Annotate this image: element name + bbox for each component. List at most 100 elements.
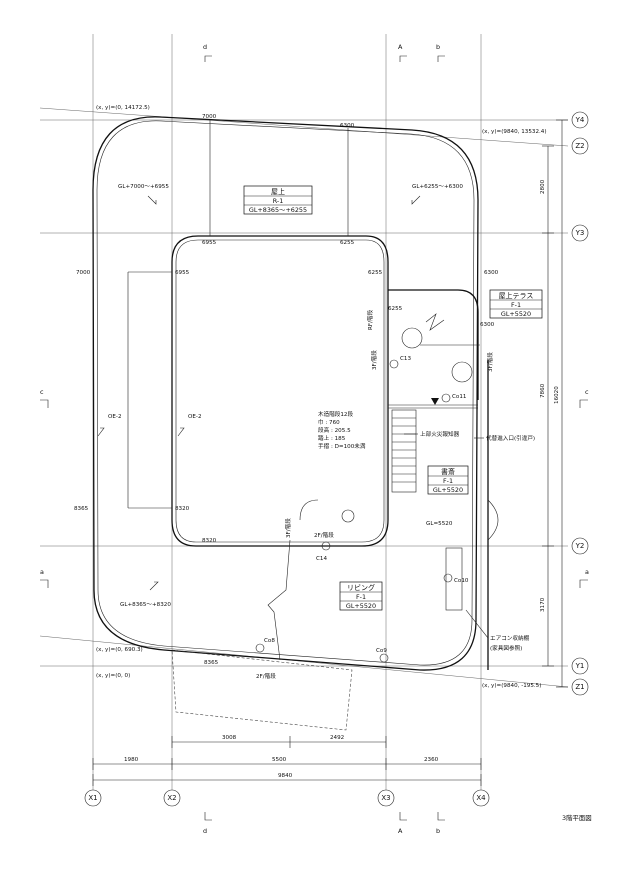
study-name: 書斎 xyxy=(441,467,455,476)
height-7000-top: 7000 xyxy=(202,114,217,120)
terrace-name: 屋上テラス xyxy=(499,291,534,300)
terrace-level: GL+5520 xyxy=(501,310,531,318)
level-roof-right: GL+6255～+6300 xyxy=(412,184,463,190)
coord-bottom-right: (x, y)=(9840, -195.5) xyxy=(482,683,541,689)
annotation-up-2f-a: 3F/階段 xyxy=(284,518,292,538)
courtyard-wall xyxy=(171,235,389,547)
terrace-code: F-1 xyxy=(511,301,521,309)
study-level: GL+5520 xyxy=(433,486,463,494)
axis-z2-label: Z2 xyxy=(575,142,584,150)
stair-note-line-1: 木造階段12段 xyxy=(318,410,353,418)
annotation-hatch: 代替進入口(引違戸) xyxy=(486,434,535,442)
room-label-living: リビング F-1 GL+5520 xyxy=(339,581,383,611)
level-living-roof: GL+8365～+8320 xyxy=(120,602,171,608)
annotation-aircon: エアコン収納棚 xyxy=(490,634,530,642)
roof-code: R-1 xyxy=(273,197,284,205)
column-co11: Co11 xyxy=(452,394,467,400)
section-mark-b-bottom: b xyxy=(436,827,440,835)
height-6955-a: 6955 xyxy=(202,240,217,246)
coord-bottom-left: (x, y)=(0, 0) xyxy=(96,673,130,679)
axis-x2: X2 xyxy=(163,789,181,807)
annotation-up-2f-b: 3F/階段 xyxy=(370,350,378,370)
annotation-up-rf: RF/階段 xyxy=(366,309,374,330)
height-6255-b: 6255 xyxy=(368,270,383,276)
outer-roof-outline-inner xyxy=(96,120,475,666)
room-label-terrace: 屋上テラス F-1 GL+5520 xyxy=(489,289,543,319)
side-mark-c-left: c xyxy=(40,388,44,396)
section-mark-b-top: b xyxy=(436,43,440,51)
column-c13: C13 xyxy=(400,356,411,362)
annotation-down-2f-b: 2F/階段 xyxy=(256,672,276,680)
section-mark-d-bottom: d xyxy=(203,827,207,835)
height-6300-top: 6300 xyxy=(340,123,355,129)
axis-y4-label: Y4 xyxy=(575,116,585,124)
roof-level: GL+8365～+6255 xyxy=(249,206,307,214)
height-6255-c: 6255 xyxy=(388,306,403,312)
column-co10: Co10 xyxy=(454,578,469,584)
break-line xyxy=(267,539,291,661)
level-gl5520: GL=5520 xyxy=(426,521,453,527)
beam-label-right: OE-2 xyxy=(188,414,202,420)
axis-x4: X4 xyxy=(472,789,490,807)
axis-y3: Y3 xyxy=(571,224,589,242)
room-label-study: 書斎 F-1 GL+5520 xyxy=(427,465,469,495)
axis-x1: X1 xyxy=(84,789,102,807)
outer-roof-outline xyxy=(92,116,479,671)
living-code: F-1 xyxy=(356,593,366,601)
axis-x3: X3 xyxy=(377,789,395,807)
column-c14: C14 xyxy=(316,556,327,562)
height-8365-left: 8365 xyxy=(74,506,89,512)
axis-y2-label: Y2 xyxy=(575,542,585,550)
axis-x3-label: X3 xyxy=(381,794,390,802)
axis-y1: Y1 xyxy=(571,657,589,675)
dim-5500: 5500 xyxy=(272,757,287,763)
height-8365-bottom: 8365 xyxy=(204,660,219,666)
axis-x2-label: X2 xyxy=(167,794,176,802)
dimension-lines-bottom: 3008 2492 1980 5500 2360 9840 xyxy=(92,735,482,786)
axis-z1: Z1 xyxy=(571,678,589,696)
side-mark-a-right: a xyxy=(585,568,589,576)
room-label-roof: 屋上 R-1 GL+8365～+6255 xyxy=(243,185,313,215)
axis-y3-label: Y3 xyxy=(575,229,585,237)
annotation-heat-detector: 上部火災報知器 xyxy=(420,430,460,438)
section-mark-d-top: d xyxy=(203,43,207,51)
dim-16020: 16020 xyxy=(554,386,560,404)
dim-2800: 2800 xyxy=(540,179,546,194)
height-6300-b: 6300 xyxy=(484,270,499,276)
column-markers xyxy=(255,359,453,663)
skylight-pattern xyxy=(341,327,473,523)
height-8320-a: 8320 xyxy=(175,506,190,512)
axis-z2: Z2 xyxy=(571,137,589,155)
roof-name: 屋上 xyxy=(271,187,285,196)
section-mark-a-top: A xyxy=(398,43,403,51)
axis-y2: Y2 xyxy=(571,537,589,555)
height-7000-left: 7000 xyxy=(76,270,91,276)
dim-1980: 1980 xyxy=(124,757,139,763)
coord-top-left: (x, y)=(0, 14172.5) xyxy=(96,105,150,111)
column-co9: Co9 xyxy=(376,648,387,654)
section-marks: d A b d A b c c a a xyxy=(40,43,589,835)
dim-7860: 7860 xyxy=(540,383,546,398)
column-co8: Co8 xyxy=(264,638,275,644)
axis-y1-label: Y1 xyxy=(575,662,585,670)
courtyard-wall-inner xyxy=(175,239,385,543)
stair-note-line-2: 巾 : 760 xyxy=(318,418,340,426)
axis-z1-label: Z1 xyxy=(575,683,584,691)
dim-3008: 3008 xyxy=(222,735,237,741)
dimension-lines-right: 2800 7860 3170 16020 xyxy=(540,119,568,688)
coord-top-right: (x, y)=(9840, 13532.4) xyxy=(482,129,547,135)
section-mark-a-bottom: A xyxy=(398,827,403,835)
lower-balcony-outline xyxy=(171,649,353,731)
study-code: F-1 xyxy=(443,477,453,485)
dim-3170: 3170 xyxy=(540,597,546,612)
drawing-title: 3階平面図 xyxy=(562,813,592,822)
height-6300-c: 6300 xyxy=(480,322,495,328)
annotation-down-2f: 2F/階段 xyxy=(314,531,334,539)
dim-2492: 2492 xyxy=(330,735,344,741)
stair-note-line-4: 踏上 : 185 xyxy=(318,434,346,442)
beam-label-left: OE-2 xyxy=(108,414,122,420)
annotation-up-3f: 3F/階段 xyxy=(486,352,494,372)
axis-y4: Y4 xyxy=(571,111,589,129)
grid-lines xyxy=(39,34,569,790)
